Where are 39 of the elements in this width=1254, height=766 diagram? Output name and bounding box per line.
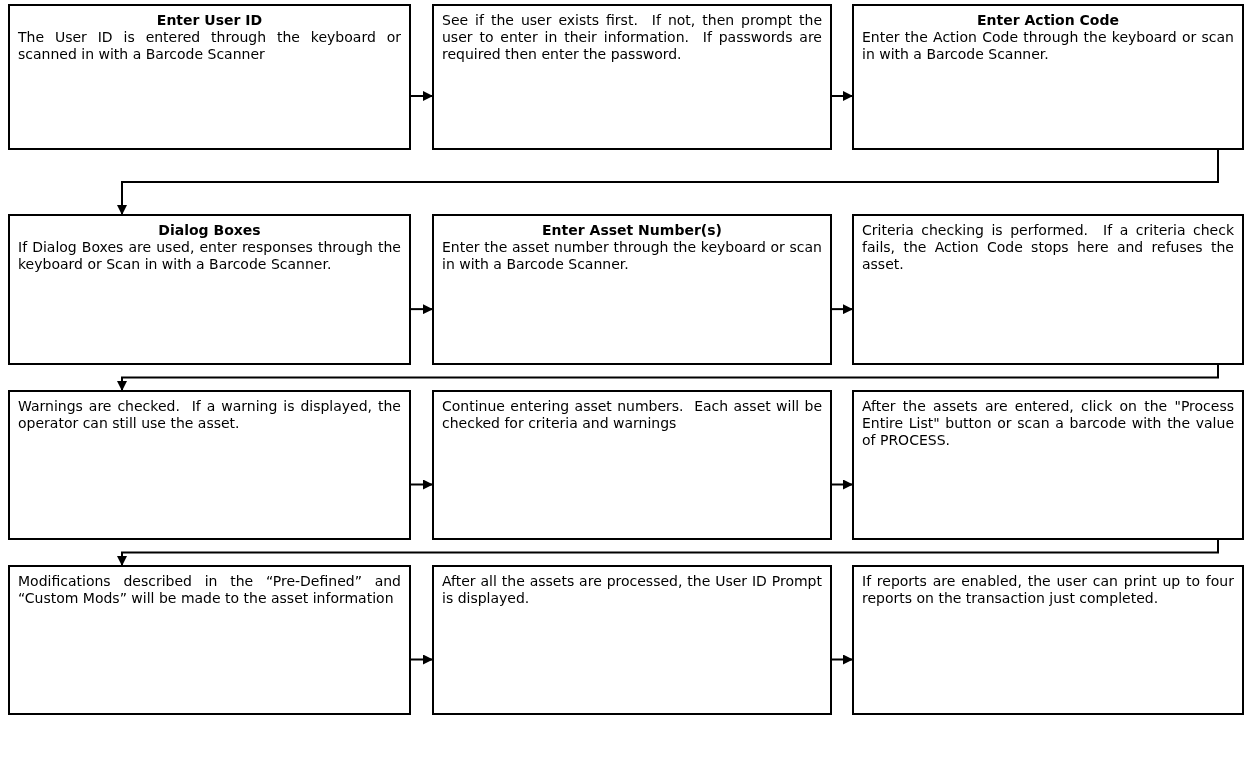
process-box xyxy=(8,214,411,365)
step-description: Enter the Action Code through the keyboard or scan in with a Barcode Scanner. xyxy=(862,29,1234,63)
process-box xyxy=(852,390,1244,540)
step-description: Enter the asset number through the keyboard or scan in with a Barcode Scanner. xyxy=(442,239,822,273)
step-description: Warnings are checked. If a warning is displayed, the operator can still use the asset. xyxy=(18,398,401,432)
process-box xyxy=(432,390,832,540)
arrow xyxy=(410,479,433,490)
step-description: If Dialog Boxes are used, enter responses through the keyboard or Scan in with a Barcode Scanner. xyxy=(18,239,401,273)
arrow xyxy=(117,539,1219,566)
arrow xyxy=(831,304,853,315)
step-description: Criteria checking is performed. If a criteria check fails, the Action Code stops here and refuses the asset. xyxy=(862,222,1234,273)
arrow xyxy=(410,91,433,101)
process-box xyxy=(432,4,832,150)
process-box xyxy=(432,214,832,365)
step-description: After all the assets are processed, the User ID Prompt is displayed. xyxy=(442,573,822,607)
step-description: The User ID is entered through the keyboard or scanned in with a Barcode Scanner xyxy=(18,29,401,63)
step-heading: Enter User ID xyxy=(155,12,264,29)
process-box xyxy=(432,565,832,715)
step-heading: Enter Asset Number(s) xyxy=(541,222,723,239)
arrow xyxy=(410,304,433,315)
step-heading: Enter Action Code xyxy=(976,12,1120,29)
process-box xyxy=(8,390,411,540)
arrow xyxy=(831,479,853,490)
step-description: After the assets are entered, click on the "Process Entire List" button or scan a barcode with the value of PROCESS. xyxy=(862,398,1234,449)
step-description: If reports are enabled, the user can print up to four reports on the transaction just completed. xyxy=(862,573,1234,607)
arrow xyxy=(117,364,1219,391)
step-description: See if the user exists first. If not, then prompt the user to enter in their information. If passwords are required then enter the password. xyxy=(442,12,822,63)
process-box xyxy=(8,4,411,150)
arrow xyxy=(410,654,433,665)
step-description: Continue entering asset numbers. Each asset will be checked for criteria and warnings xyxy=(442,398,822,432)
process-box xyxy=(852,4,1244,150)
process-box xyxy=(852,214,1244,365)
arrow xyxy=(831,91,853,101)
arrow xyxy=(831,654,853,665)
process-box xyxy=(8,565,411,715)
step-description: Modifications described in the “Pre-Defined” and “Custom Mods” will be made to the asset information xyxy=(18,573,401,607)
process-box xyxy=(852,565,1244,715)
arrow xyxy=(117,149,1219,215)
step-heading: Dialog Boxes xyxy=(157,222,262,239)
